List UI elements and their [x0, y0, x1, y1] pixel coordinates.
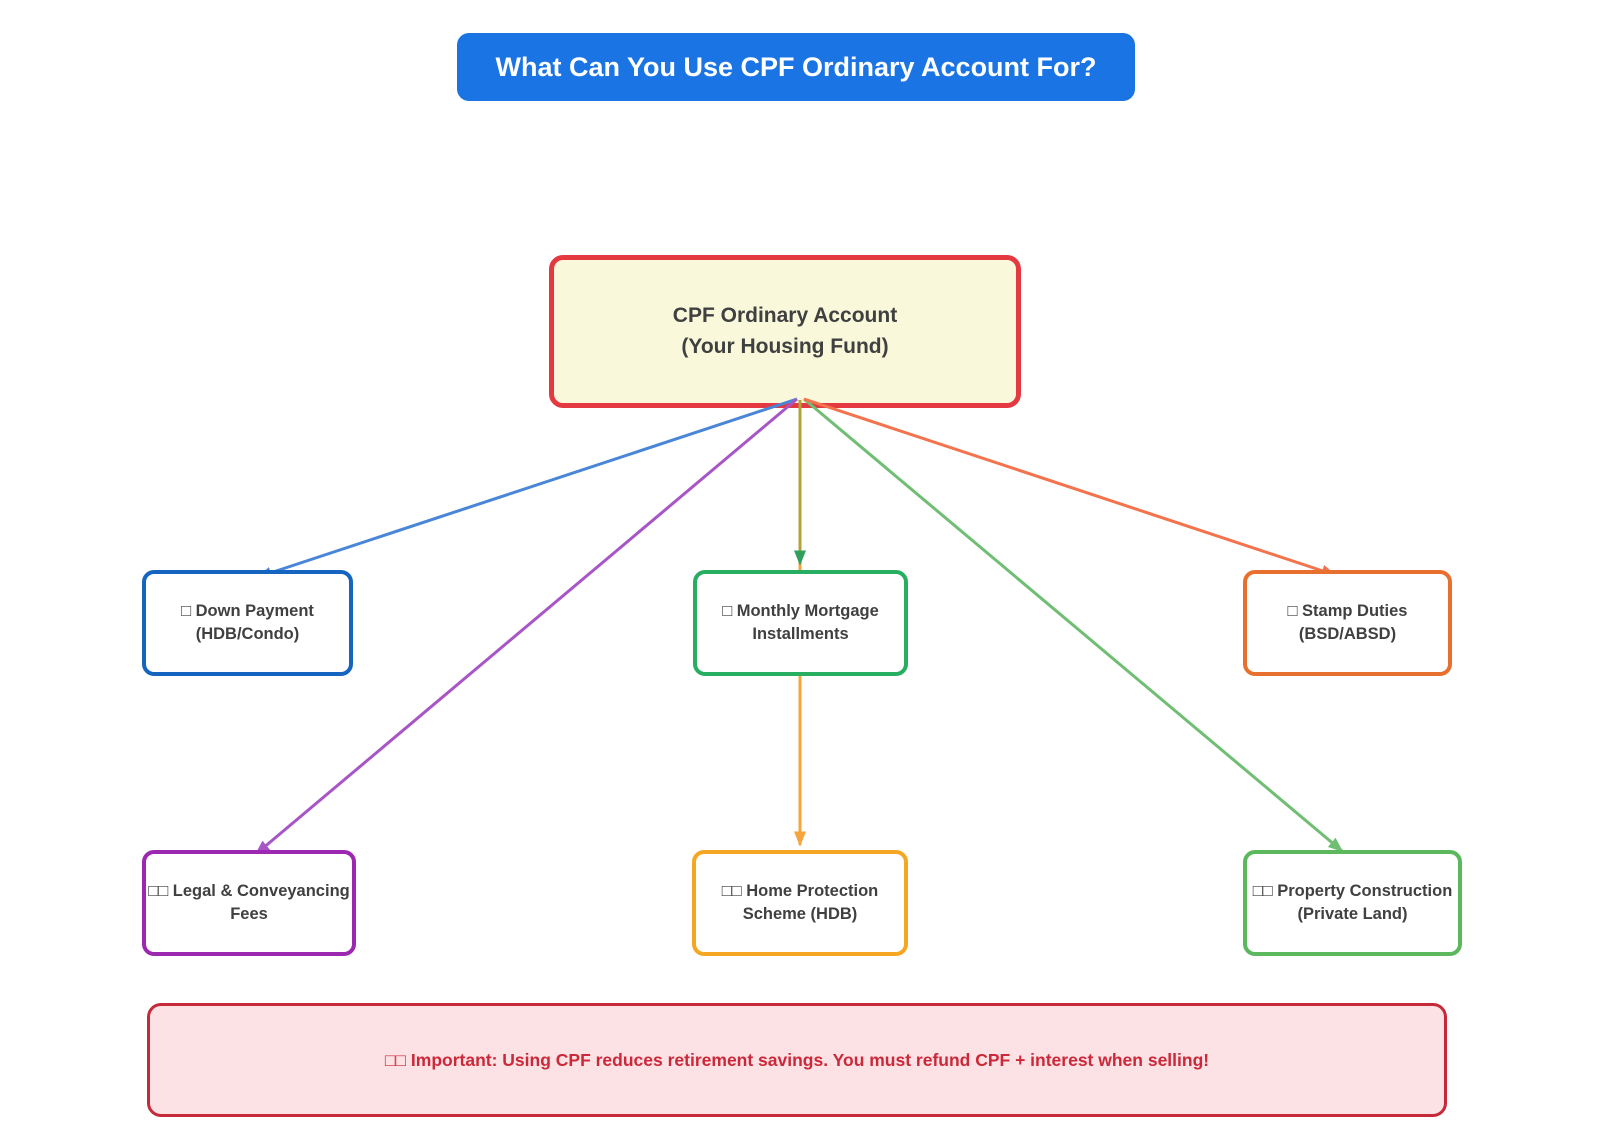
node-home-protection: □□ Home Protection Scheme (HDB): [692, 850, 908, 956]
warning-banner: □□ Important: Using CPF reduces retireme…: [147, 1003, 1447, 1117]
node-legal-fees: □□ Legal & Conveyancing Fees: [142, 850, 356, 956]
node-down-payment: □ Down Payment (HDB/Condo): [142, 570, 353, 676]
node-monthly-mortgage: □ Monthly Mortgage Installments: [693, 570, 908, 676]
edge-root-to-stamp-duties: [803, 397, 1337, 577]
node-cpf-ordinary-account: CPF Ordinary Account (Your Housing Fund): [549, 255, 1021, 408]
diagram-title: What Can You Use CPF Ordinary Account Fo…: [457, 33, 1135, 101]
node-stamp-duties: □ Stamp Duties (BSD/ABSD): [1243, 570, 1452, 676]
node-property-construction: □□ Property Construction (Private Land): [1243, 850, 1462, 956]
edge-root-to-down-payment: [256, 397, 798, 579]
